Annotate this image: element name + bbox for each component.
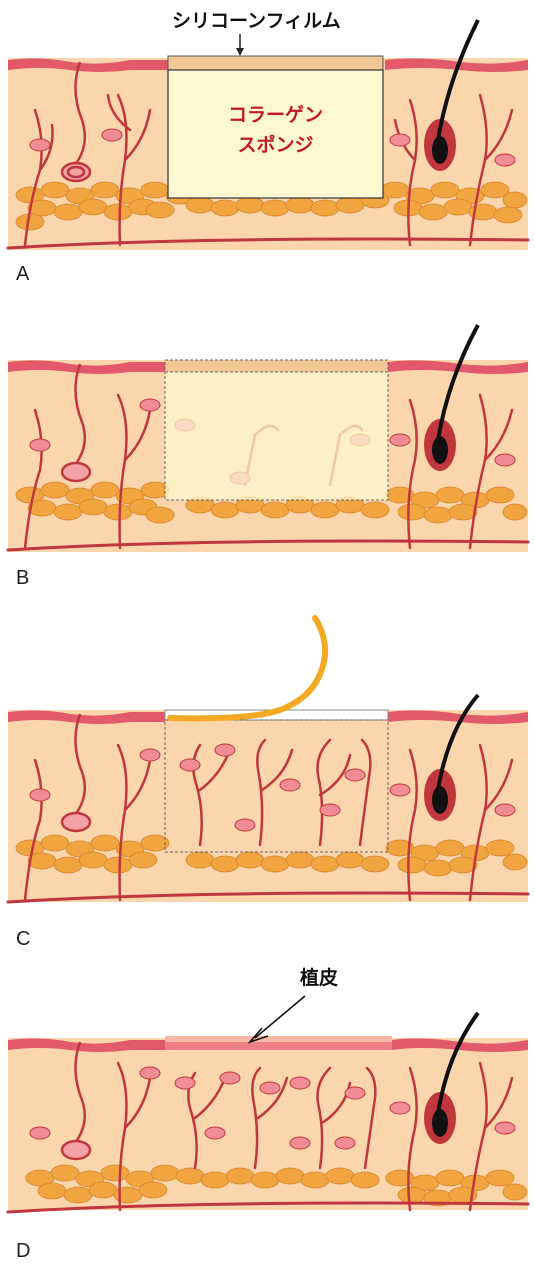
silicone-film (165, 360, 388, 372)
arrow-icon (255, 996, 305, 1038)
panel-letter: B (16, 567, 29, 590)
collagen-sponge-label-line2: スポンジ (168, 130, 383, 160)
collagen-sponge-label: コラーゲン スポンジ (168, 100, 383, 160)
panel-d-illustration (0, 958, 535, 1218)
panel-b: B (0, 320, 535, 610)
panel-d: 植皮 (0, 958, 535, 1270)
peeling-silicone-film (170, 618, 325, 718)
panel-letter: A (16, 263, 29, 286)
panel-b-illustration (0, 320, 535, 560)
panel-a: シリコーンフィルム コラーゲン スポンジ A (0, 0, 535, 300)
panel-letter: D (16, 1240, 30, 1263)
collagen-sponge (165, 372, 388, 500)
silicone-film-label: シリコーンフィルム (172, 6, 341, 33)
panel-letter: C (16, 928, 30, 951)
panel-c-illustration (0, 610, 535, 905)
panel-c: C (0, 610, 535, 955)
skin-graft-label: 植皮 (300, 963, 338, 990)
collagen-sponge-label-line1: コラーゲン (168, 100, 383, 130)
skin-graft (165, 1042, 392, 1050)
silicone-film (168, 56, 383, 70)
